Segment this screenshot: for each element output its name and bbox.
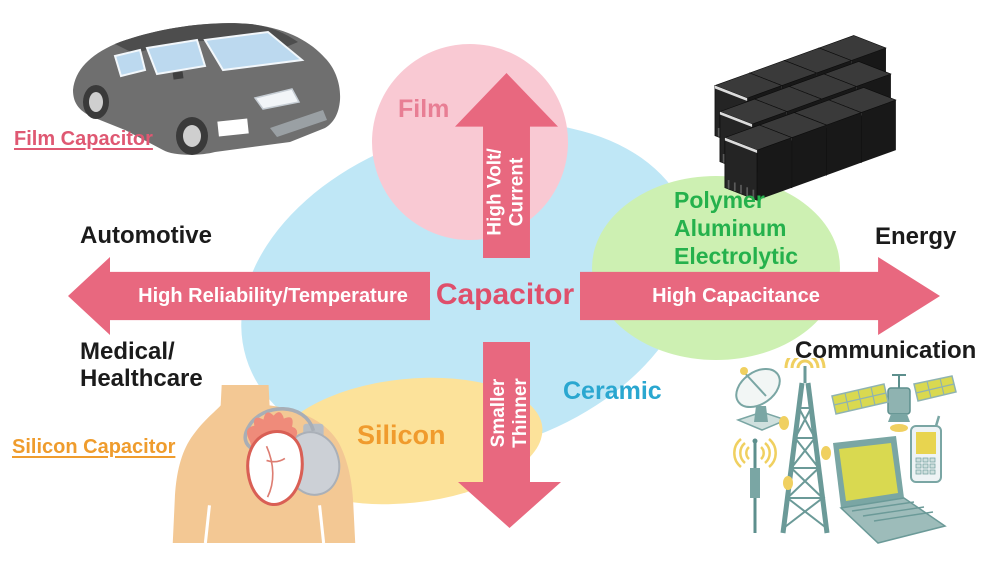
radio-tower-icon (780, 366, 830, 534)
automotive-label: Automotive (80, 222, 212, 249)
patient-torso-illustration (152, 385, 377, 543)
energy-label: Energy (875, 223, 957, 250)
communication-label: Communication (795, 337, 977, 364)
server-rack-icons (714, 34, 897, 202)
laptop-icon (833, 436, 947, 544)
ceramic-type-label: Ceramic (563, 377, 662, 405)
medical-healthcare-label: Medical/ Healthcare (80, 338, 203, 392)
polymer-ellipse (592, 176, 840, 360)
mobile-phone-icon (910, 415, 942, 483)
axis-label-left: High Reliability/Temperature (138, 284, 408, 307)
heart-icon (246, 412, 304, 506)
antenna-mast-icon (733, 438, 777, 533)
film-capacitor-link[interactable]: Film Capacitor (14, 128, 153, 150)
satellite-icon (831, 374, 957, 432)
car-icon (73, 23, 341, 155)
signal-waves-icon (784, 358, 826, 369)
center-capacitor-label: Capacitor (435, 278, 575, 311)
silicon-type-label: Silicon (357, 420, 446, 450)
satellite-dish-icon (735, 367, 789, 431)
car-illustration (55, 10, 355, 162)
tower-panel-icons (779, 416, 831, 490)
communication-illustration (700, 358, 960, 558)
axis-label-up: High Volt/Current (484, 148, 528, 236)
polymer-type-label: Polymer Aluminum Electrolytic (674, 187, 798, 269)
axis-label-right: High Capacitance (652, 284, 820, 307)
film-type-label: Film (398, 95, 450, 123)
silicon-capacitor-link[interactable]: Silicon Capacitor (12, 436, 176, 458)
server-racks-illustration (653, 20, 938, 208)
